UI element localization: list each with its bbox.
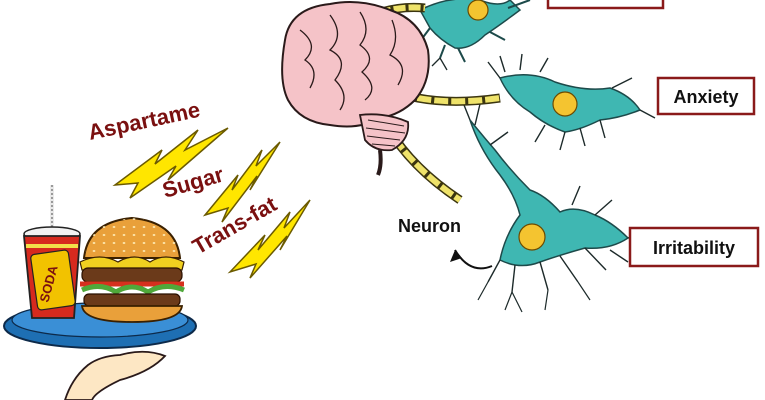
effect-box-top: [546, 0, 665, 10]
neuron-label: Neuron: [398, 216, 461, 236]
angry-face-icon: [518, 223, 546, 251]
neuron-bottom: [461, 99, 646, 313]
burger: [79, 216, 185, 323]
content-face-icon: [467, 0, 489, 21]
effect-label-anxiety: Anxiety: [673, 87, 738, 107]
lightning-bolt-sugar: [202, 141, 281, 223]
effect-box-irritability: [628, 226, 760, 268]
brain: [281, 1, 430, 176]
ingredient-label-aspartame: Aspartame: [86, 97, 202, 145]
effect-box-anxiety: [656, 76, 756, 116]
hand: [64, 350, 167, 400]
lightning-bolt-trans-fat: [227, 199, 311, 279]
lightning-bolt-aspartame: [112, 127, 229, 199]
soda-cup: [23, 185, 81, 319]
worried-face-icon: [552, 91, 578, 117]
effect-label-irritability: Irritability: [653, 238, 735, 258]
curved-arrow-icon: [450, 249, 493, 270]
